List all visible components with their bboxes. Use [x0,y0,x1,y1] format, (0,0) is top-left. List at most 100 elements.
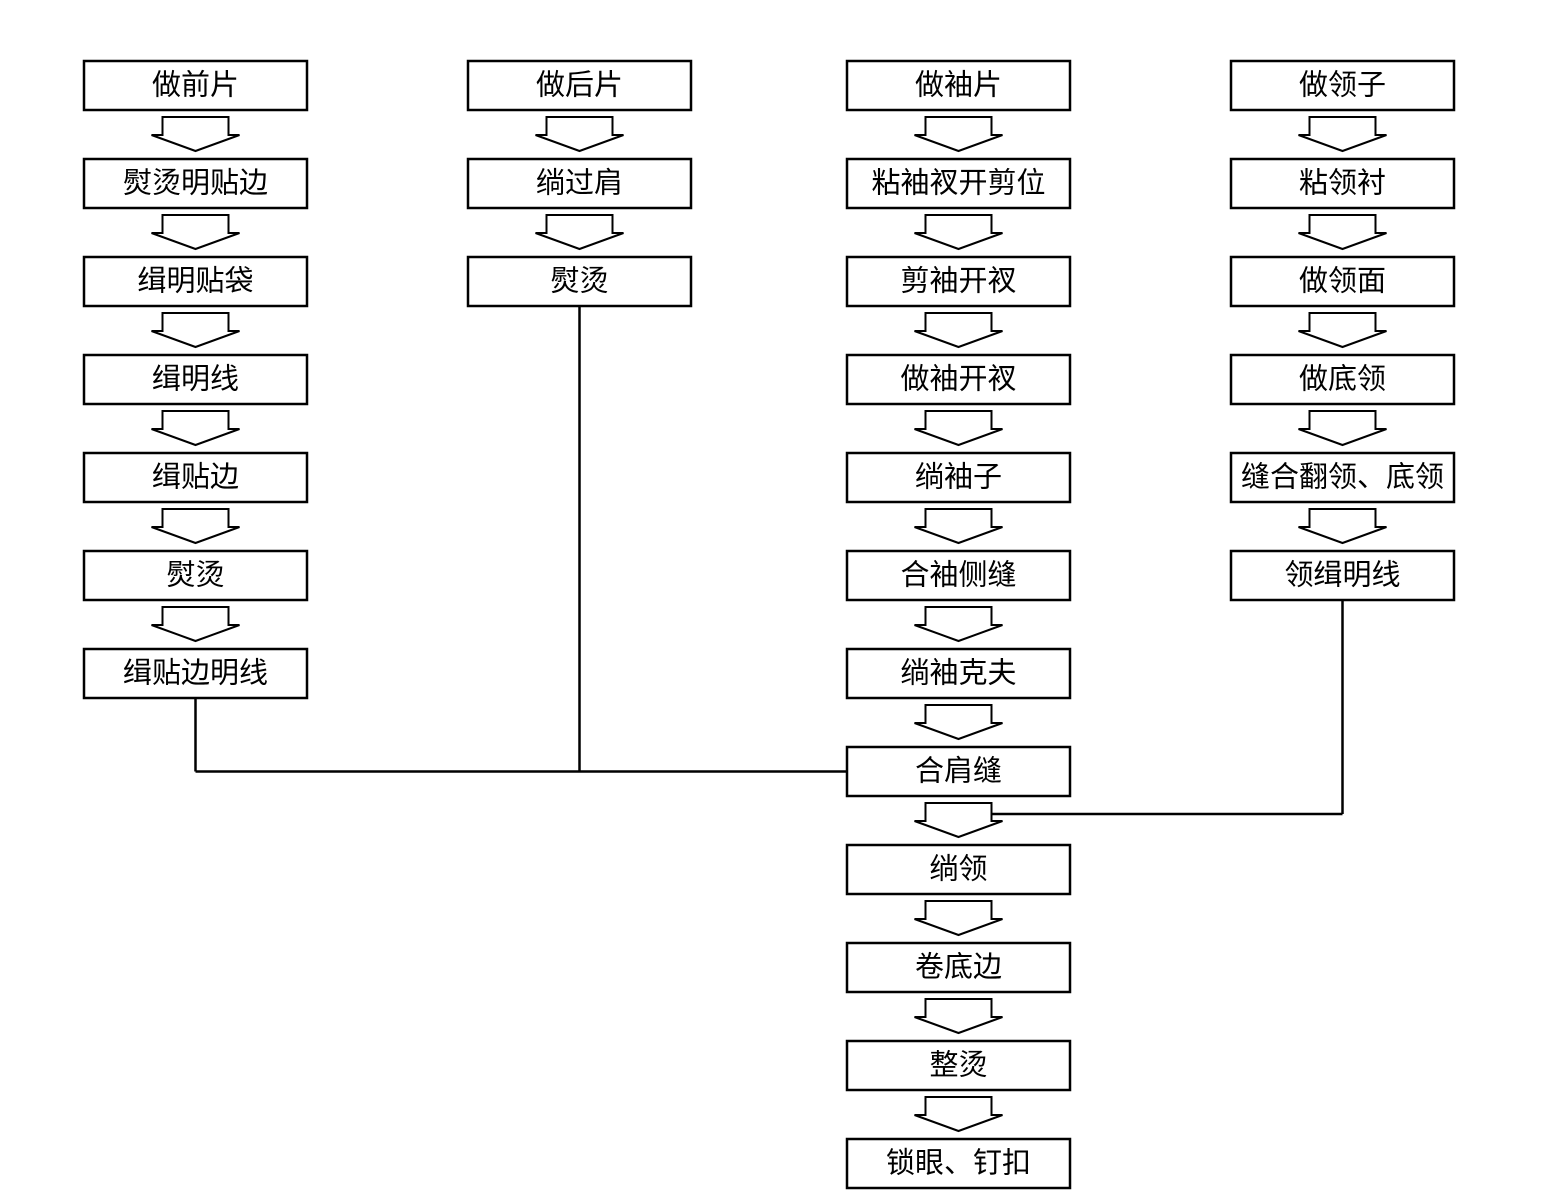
step-frame [466,157,693,210]
step-label: 缉明贴袋 [137,264,253,298]
step-box-sleeve-7: 绱袖克夫 [845,647,1072,700]
step-box-front-1: 做前片 [82,59,309,112]
flow-arrow-sleeve-11 [914,1096,1003,1133]
step-label: 做领子 [1299,68,1386,102]
step-label: 剪袖开衩 [900,264,1016,298]
step-frame [845,647,1072,700]
step-frame [1229,451,1456,504]
step-frame [82,255,309,308]
step-box-sleeve-4: 做袖开衩 [845,353,1072,406]
step-label: 缉贴边明线 [123,656,268,690]
step-box-sleeve-6: 合袖侧缝 [845,549,1072,602]
flow-arrow-collar-2 [1298,214,1387,251]
flow-arrow-sleeve-5 [914,508,1003,545]
flow-arrow-back-2 [535,214,624,251]
step-label: 缉明线 [152,362,239,396]
step-label: 锁眼、钉扣 [886,1146,1031,1180]
step-frame [845,941,1072,994]
step-box-collar-4: 做底领 [1229,353,1456,406]
step-frame [1229,255,1456,308]
step-box-collar-6: 领缉明线 [1229,549,1456,602]
step-frame [82,353,309,406]
flow-arrow-sleeve-7 [914,704,1003,741]
flow-arrow-sleeve-4 [914,410,1003,447]
step-frame [82,451,309,504]
flow-arrow-sleeve-1 [914,116,1003,153]
step-label: 卷底边 [915,950,1002,984]
step-label: 合袖侧缝 [900,558,1016,592]
connector-lines [194,306,1344,816]
step-box-back-3: 熨烫 [466,255,693,308]
step-frame [845,451,1072,504]
step-frame [466,59,693,112]
flow-arrow-sleeve-9 [914,900,1003,937]
step-frame [845,255,1072,308]
flow-arrow-collar-4 [1298,410,1387,447]
step-frame [1229,59,1456,112]
step-label: 做袖片 [915,68,1002,102]
flow-arrows [151,116,1387,1133]
step-frame [845,1039,1072,1092]
step-box-sleeve-9: 绱领 [845,843,1072,896]
step-frame [845,745,1072,798]
flow-arrow-front-2 [151,214,240,251]
flow-arrow-sleeve-8 [914,802,1003,839]
step-label: 绱过肩 [536,166,623,200]
step-label: 合肩缝 [915,754,1002,788]
step-box-sleeve-3: 剪袖开衩 [845,255,1072,308]
flow-arrow-front-3 [151,312,240,349]
step-label: 整烫 [929,1048,987,1082]
step-label: 做后片 [536,68,623,102]
step-label: 做领面 [1299,264,1386,298]
step-box-sleeve-10: 卷底边 [845,941,1072,994]
step-frame [845,843,1072,896]
step-box-collar-1: 做领子 [1229,59,1456,112]
step-box-sleeve-11: 整烫 [845,1039,1072,1092]
flow-arrow-front-4 [151,410,240,447]
flow-arrow-back-1 [535,116,624,153]
step-box-back-1: 做后片 [466,59,693,112]
step-label: 绱袖克夫 [900,656,1016,690]
process-steps: 做前片熨烫明贴边缉明贴袋缉明线缉贴边熨烫缉贴边明线做后片绱过肩熨烫做袖片粘袖衩开… [82,59,1456,1190]
step-label: 熨烫 [550,264,608,298]
step-frame [845,549,1072,602]
flow-arrow-sleeve-10 [914,998,1003,1035]
step-box-sleeve-2: 粘袖衩开剪位 [845,157,1072,210]
step-box-front-6: 熨烫 [82,549,309,602]
step-box-front-5: 缉贴边 [82,451,309,504]
step-box-front-7: 缉贴边明线 [82,647,309,700]
flow-arrow-sleeve-3 [914,312,1003,349]
step-label: 领缉明线 [1284,558,1400,592]
step-box-front-4: 缉明线 [82,353,309,406]
step-frame [845,1137,1072,1190]
step-label: 做前片 [152,68,239,102]
flow-arrow-sleeve-6 [914,606,1003,643]
flow-arrow-front-1 [151,116,240,153]
step-frame [845,59,1072,112]
step-box-collar-5: 缝合翻领、底领 [1229,451,1456,504]
step-label: 粘领衬 [1299,166,1386,200]
flow-arrow-collar-5 [1298,508,1387,545]
step-frame [82,647,309,700]
step-label: 缝合翻领、底领 [1241,460,1444,494]
step-box-collar-2: 粘领衬 [1229,157,1456,210]
step-box-back-2: 绱过肩 [466,157,693,210]
step-frame [82,157,309,210]
step-box-collar-3: 做领面 [1229,255,1456,308]
step-label: 做底领 [1299,362,1386,396]
step-label: 熨烫明贴边 [123,166,268,200]
step-box-sleeve-1: 做袖片 [845,59,1072,112]
step-box-sleeve-12: 锁眼、钉扣 [845,1137,1072,1190]
step-frame [845,157,1072,210]
flow-arrow-collar-3 [1298,312,1387,349]
step-frame [1229,353,1456,406]
step-label: 绱领 [929,852,987,886]
step-label: 熨烫 [166,558,224,592]
step-box-sleeve-8: 合肩缝 [845,745,1072,798]
step-box-front-3: 缉明贴袋 [82,255,309,308]
step-box-sleeve-5: 绱袖子 [845,451,1072,504]
step-frame [1229,549,1456,602]
step-label: 做袖开衩 [900,362,1016,396]
step-frame [466,255,693,308]
